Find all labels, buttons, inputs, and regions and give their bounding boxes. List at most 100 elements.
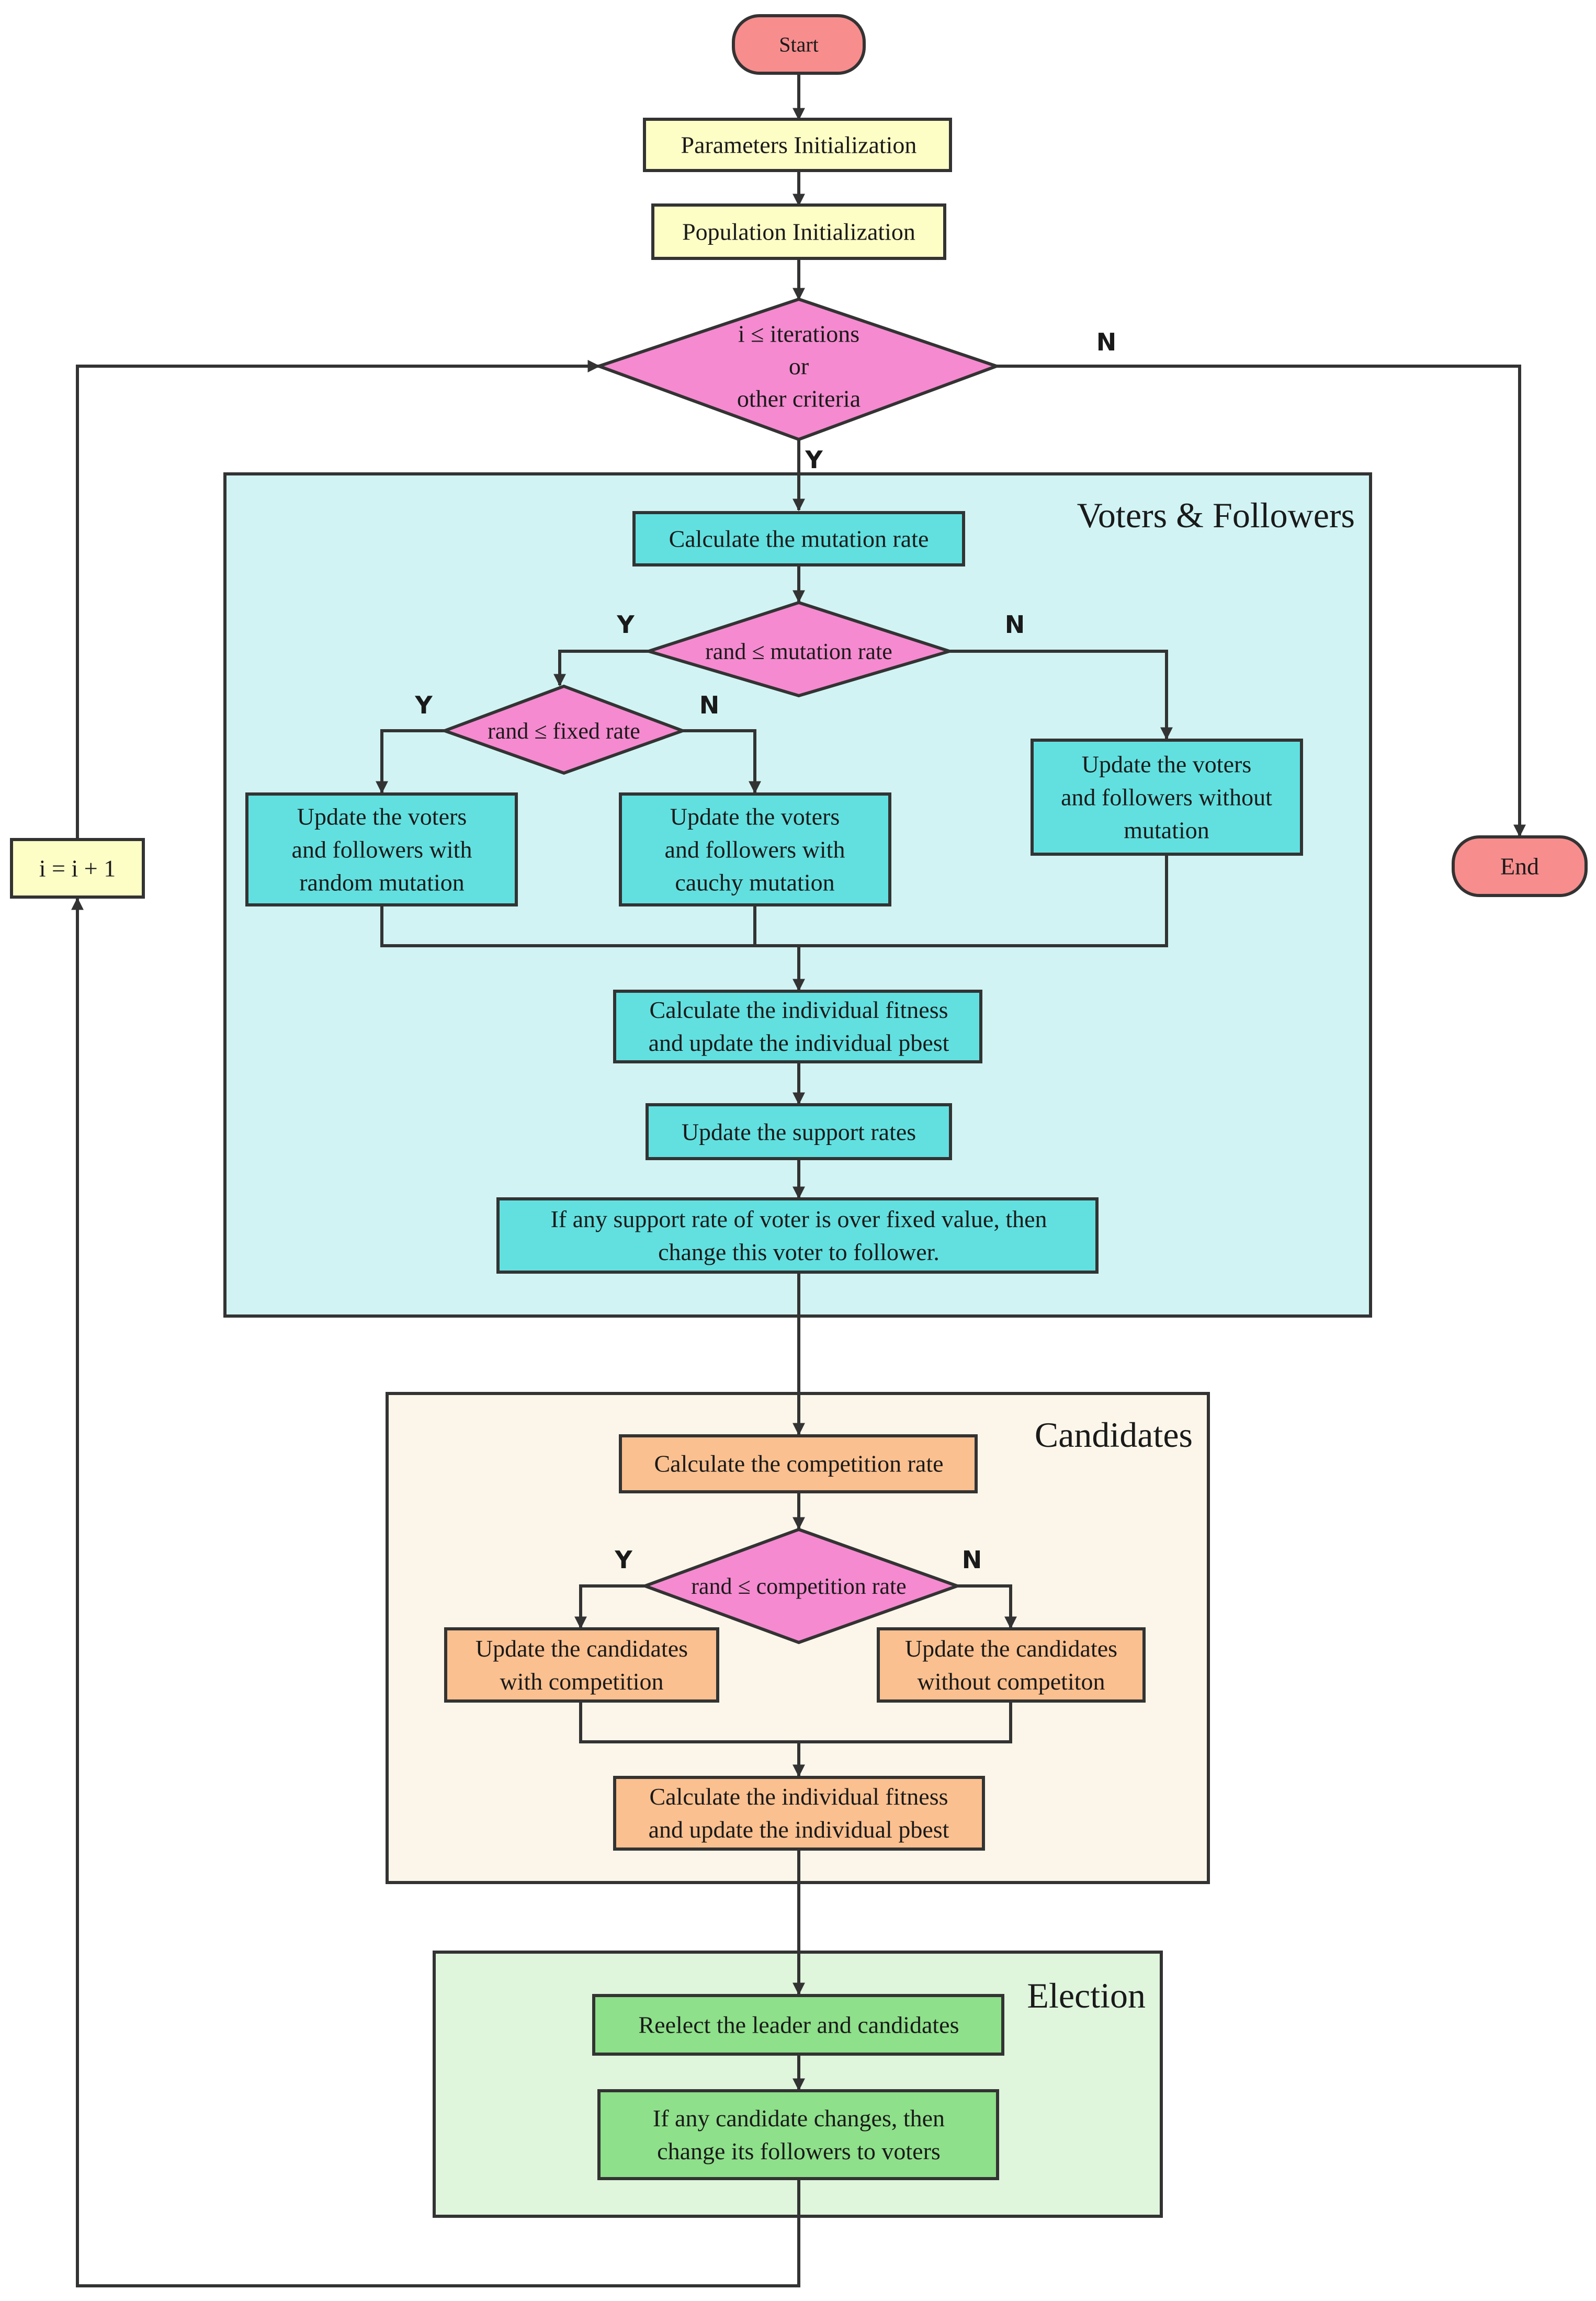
update-random-line-1: Update the voters — [297, 803, 467, 830]
edge-mutation-no — [949, 650, 1173, 740]
calculate-mutation-rate-label: Calculate the mutation rate — [669, 526, 929, 552]
loop-yes-label: Y — [805, 446, 823, 474]
start-line-1: Start — [779, 33, 819, 56]
edge-labels: N Y Y N Y N Y N — [414, 328, 1116, 1574]
update-without-comp-line-1: Update the candidates — [905, 1635, 1117, 1662]
params-line-1: Parameters Initialization — [681, 132, 917, 158]
population-line-1: Population Initialization — [682, 219, 915, 245]
update-without-competition-label: Update the candidates without competiton — [905, 1635, 1117, 1695]
parameters-initialization-label: Parameters Initialization — [681, 132, 917, 158]
increment-label: i = i + 1 — [39, 855, 116, 882]
loop-check-line-1: i ≤ iterations — [738, 321, 859, 347]
rand-fixed-decision: rand ≤ fixed rate — [440, 684, 687, 775]
start-label: Start — [779, 33, 819, 56]
rand-fixed-line-1: rand ≤ fixed rate — [488, 718, 640, 744]
change-followers-voters-label: If any candidate changes, then change its… — [653, 2105, 945, 2164]
change-voters-line-1: If any candidate changes, then — [653, 2105, 945, 2132]
end-terminal: End — [1452, 835, 1588, 897]
rand-fixed-label: rand ≤ fixed rate — [488, 718, 640, 744]
edge-competition-no — [957, 1584, 1017, 1629]
voters-followers-title: Voters & Followers — [1077, 495, 1355, 535]
fitness-voters-line-1: Calculate the individual fitness — [649, 996, 948, 1023]
rand-mutation-label: rand ≤ mutation rate — [705, 639, 892, 664]
rand-mutation-line-1: rand ≤ mutation rate — [705, 639, 892, 664]
update-cauchy-line-2: and followers with — [665, 836, 845, 863]
rand-competition-decision: rand ≤ competition rate — [640, 1527, 962, 1645]
fitness-voters-label: Calculate the individual fitness and upda… — [649, 996, 949, 1056]
update-random-mutation-label: Update the voters and followers with rando… — [292, 803, 472, 896]
calculate-mutation-rate-box: Calculate the mutation rate — [632, 511, 965, 566]
increment-line-1: i = i + 1 — [39, 855, 116, 882]
loop-no-label: N — [1096, 328, 1117, 356]
update-with-comp-line-2: with competition — [500, 1668, 663, 1695]
fixed-no-label: N — [699, 691, 720, 719]
update-with-comp-line-1: Update the candidates — [476, 1635, 688, 1662]
candidates-title: Candidates — [1035, 1415, 1193, 1455]
end-label: End — [1500, 853, 1539, 880]
update-nomut-line-2: and followers without — [1061, 784, 1272, 811]
update-without-mutation-box: Update the voters and followers without mu… — [1031, 739, 1303, 856]
population-initialization-box: Population Initialization — [651, 203, 946, 260]
update-nomut-line-3: mutation — [1124, 817, 1209, 844]
population-initialization-label: Population Initialization — [682, 219, 915, 245]
increment-box: i = i + 1 — [10, 838, 145, 899]
change-voters-line-2: change its followers to voters — [657, 2138, 941, 2164]
edge-election-to-increment — [71, 897, 800, 2287]
loop-check-line-2: or — [789, 353, 809, 380]
rand-mutation-decision: rand ≤ mutation rate — [643, 600, 955, 698]
fitness-voters-box: Calculate the individual fitness and upda… — [613, 990, 982, 1063]
update-cauchy-mutation-label: Update the voters and followers with cauch… — [665, 803, 845, 896]
calculate-competition-rate-box: Calculate the competition rate — [619, 1434, 978, 1493]
calculate-competition-rate-label: Calculate the competition rate — [654, 1450, 943, 1477]
end-line-1: End — [1500, 853, 1539, 880]
edge-mutation-yes — [553, 650, 649, 687]
change-follower-line-2: change this voter to follower. — [658, 1239, 940, 1265]
update-without-mutation-label: Update the voters and followers without mu… — [1061, 751, 1272, 844]
nodes: Start Parameters Initialization Populati… — [10, 14, 1588, 2180]
loop-criteria-decision: i ≤ iterations or other criteria — [594, 297, 1001, 441]
loop-check-line-3: other criteria — [737, 386, 861, 412]
edge-increment-to-loop — [76, 360, 601, 840]
edge-merge-candidates — [579, 1701, 1012, 1743]
update-without-comp-line-2: without competiton — [917, 1668, 1105, 1695]
update-cauchy-mutation-box: Update the voters and followers with cauch… — [619, 792, 891, 906]
edges — [71, 73, 1526, 2287]
change-followers-voters-box: If any candidate changes, then change its… — [597, 2089, 999, 2180]
competition-yes-label: Y — [614, 1546, 632, 1574]
edge-loop-no — [997, 365, 1526, 837]
update-with-competition-box: Update the candidates with competition — [444, 1627, 719, 1703]
start-terminal: Start — [732, 14, 866, 75]
change-follower-line-1: If any support rate of voter is over fix… — [550, 1206, 1047, 1232]
fixed-yes-label: Y — [414, 691, 433, 719]
update-with-competition-label: Update the candidates with competition — [476, 1635, 688, 1695]
update-without-competition-box: Update the candidates without competiton — [877, 1627, 1146, 1703]
fitness-candidates-line-2: and update the individual pbest — [649, 1816, 949, 1843]
update-random-mutation-box: Update the voters and followers with rando… — [245, 792, 518, 906]
reelect-line-1: Reelect the leader and candidates — [638, 2012, 959, 2038]
competition-no-label: N — [962, 1546, 982, 1574]
rand-competition-line-1: rand ≤ competition rate — [691, 1573, 906, 1599]
fitness-voters-line-2: and update the individual pbest — [649, 1029, 949, 1056]
update-random-line-3: random mutation — [299, 869, 465, 896]
update-support-rates-label: Update the support rates — [682, 1119, 916, 1146]
change-voter-follower-label: If any support rate of voter is over fix… — [550, 1206, 1047, 1265]
mutation-no-label: N — [1005, 610, 1025, 639]
parameters-initialization-box: Parameters Initialization — [643, 118, 952, 172]
update-cauchy-line-3: cauchy mutation — [675, 869, 834, 896]
edge-fixed-no — [683, 729, 761, 794]
edge-competition-yes — [574, 1584, 645, 1629]
update-random-line-2: and followers with — [292, 836, 472, 863]
rand-competition-label: rand ≤ competition rate — [691, 1573, 906, 1599]
election-title: Election — [1027, 1976, 1146, 2015]
edge-fixed-yes — [376, 729, 445, 794]
change-voter-follower-box: If any support rate of voter is over fix… — [496, 1197, 1099, 1274]
update-nomut-line-1: Update the voters — [1082, 751, 1251, 778]
update-cauchy-line-1: Update the voters — [670, 803, 840, 830]
update-support-rates-box: Update the support rates — [646, 1103, 952, 1160]
edge-merge-updates — [380, 855, 1168, 947]
competition-rate-line-1: Calculate the competition rate — [654, 1450, 943, 1477]
mutation-yes-label: Y — [616, 610, 635, 639]
